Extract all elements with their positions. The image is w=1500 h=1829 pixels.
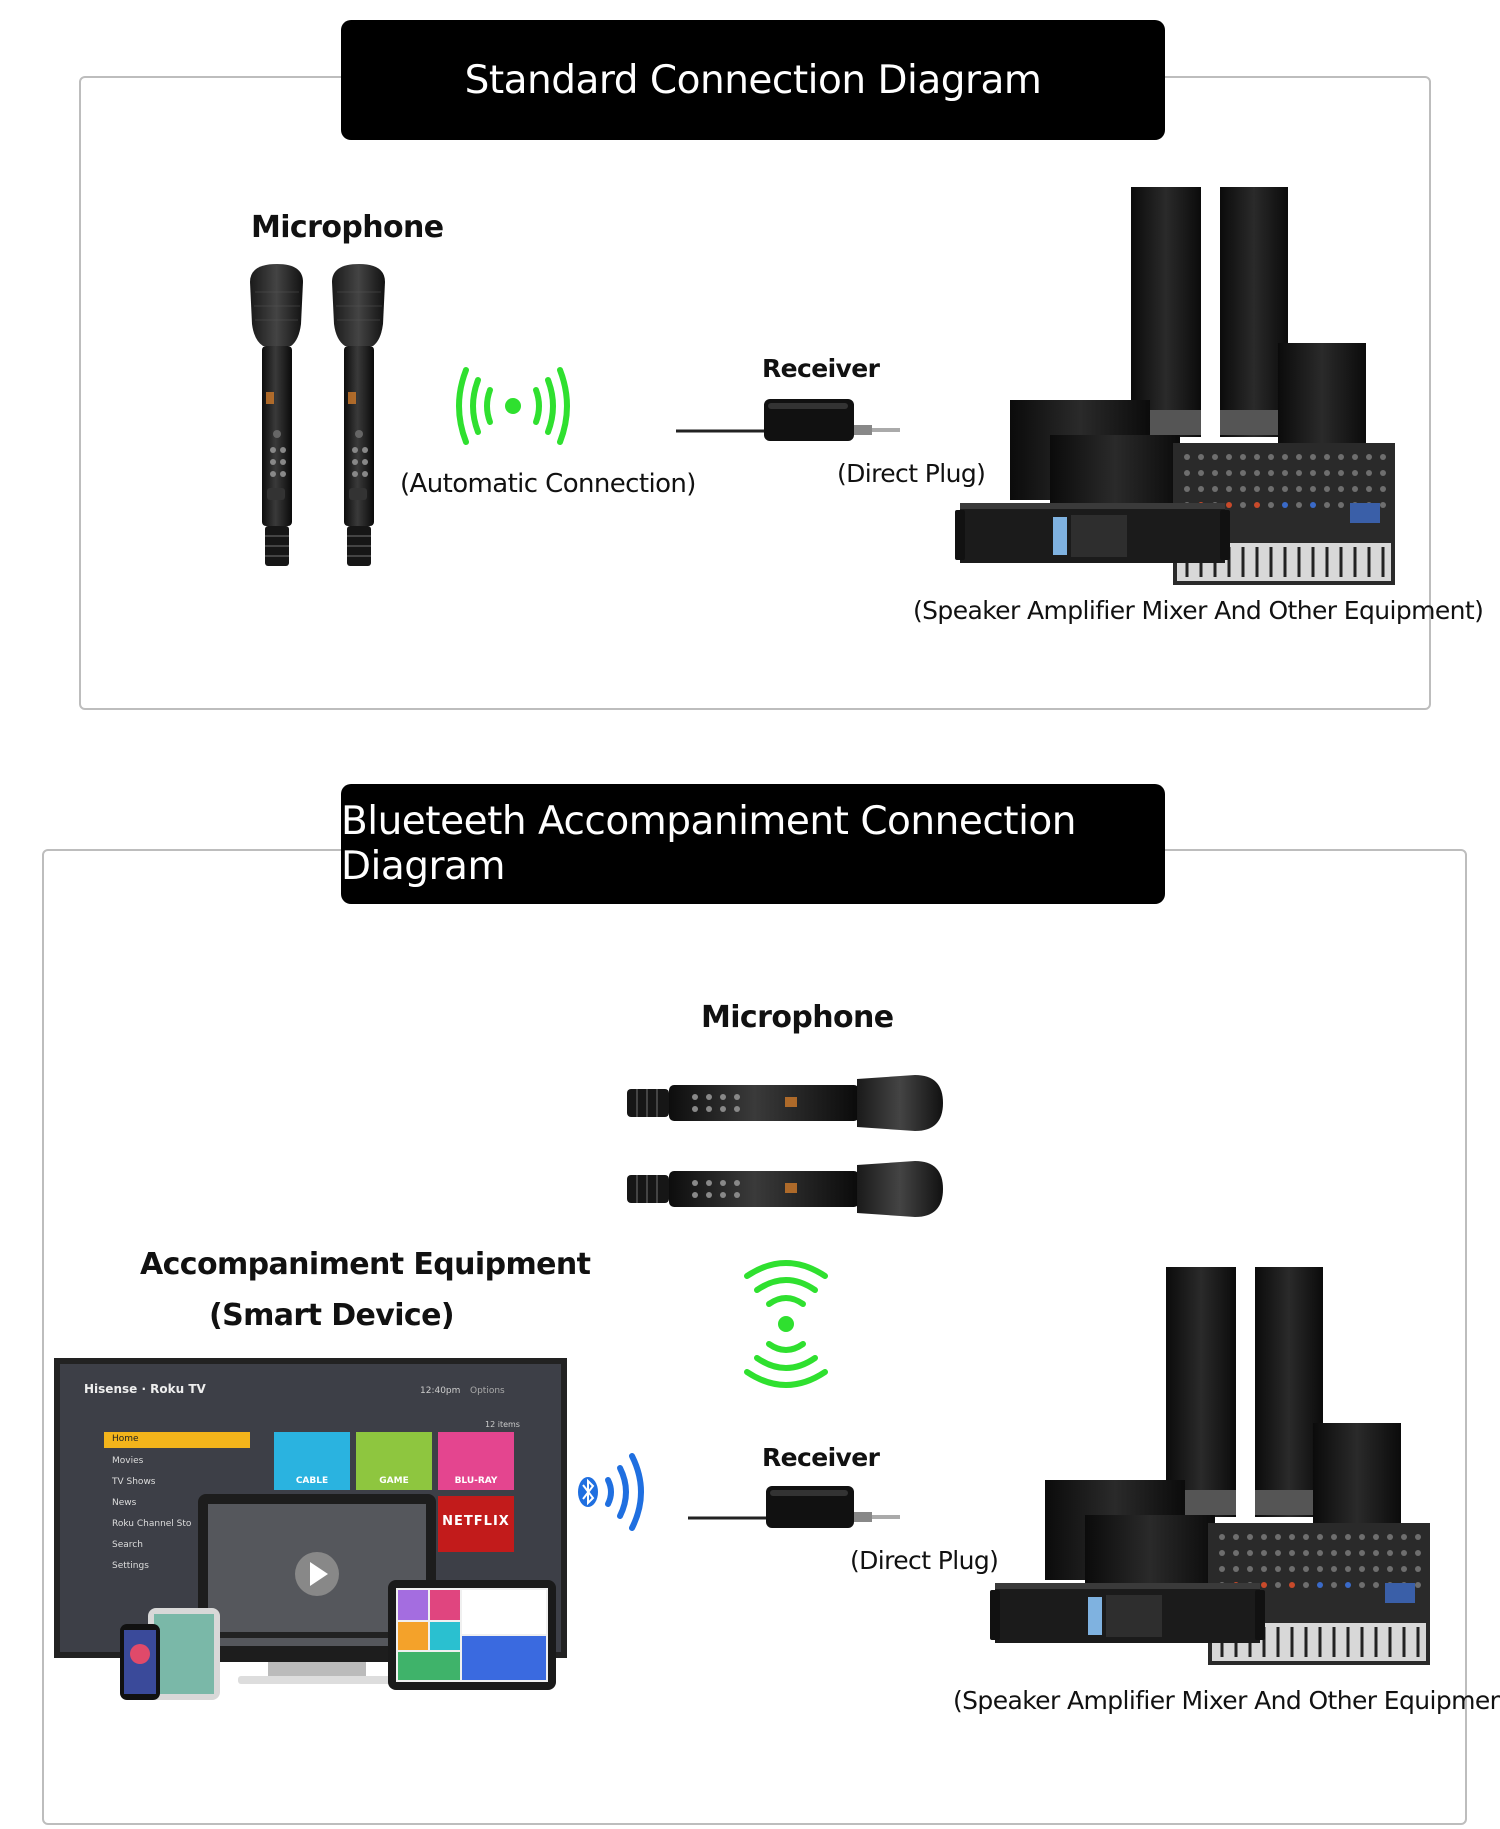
tv-tile-netflix — [438, 1496, 514, 1552]
tv-menu-tvshows: TV Shows — [112, 1477, 156, 1487]
standard-receiver-label: Receiver — [762, 354, 880, 383]
bluetooth-equipment-label: (Speaker Amplifier Mixer And Other Equip… — [953, 1686, 1500, 1715]
bluetooth-microphones-image — [627, 1075, 943, 1217]
accompaniment-equipment-label: Accompaniment Equipment — [140, 1247, 591, 1282]
tv-tile-bluray-label: BLU-RAY — [454, 1476, 498, 1486]
tv-menu-highlight — [104, 1432, 250, 1448]
tv-tile-bluray — [438, 1432, 514, 1490]
tv-menu-news: News — [112, 1498, 137, 1508]
tv-tile-game-label: GAME — [379, 1476, 409, 1486]
standard-equipment-image — [955, 187, 1395, 585]
standard-equipment-label: (Speaker Amplifier Mixer And Other Equip… — [913, 596, 1484, 625]
tv-tile-game — [356, 1432, 432, 1490]
tablet-device-left — [148, 1608, 220, 1700]
standard-receiver-image — [676, 399, 900, 441]
standard-title-banner: Standard Connection Diagram — [341, 20, 1165, 140]
tv-menu-search: Search — [112, 1540, 143, 1550]
smart-device-label: (Smart Device) — [209, 1298, 455, 1333]
bluetooth-title-banner: Blueteeth Accompaniment Connection Diagr… — [341, 784, 1165, 904]
bluetooth-microphone-label: Microphone — [701, 1000, 894, 1035]
bluetooth-receiver-label: Receiver — [762, 1443, 880, 1472]
tablet-device-right — [388, 1580, 556, 1690]
standard-direct-plug-label: (Direct Plug) — [837, 459, 986, 488]
wireless-signal-vertical-icon — [744, 1260, 828, 1388]
tv-menu-movies: Movies — [112, 1456, 144, 1466]
standard-diagram-frame — [79, 76, 1431, 710]
tv-menu-home: Home — [112, 1434, 139, 1444]
tv-brand: Hisense · Roku TV — [84, 1382, 206, 1396]
power-amplifier — [955, 503, 1230, 563]
phone-device — [120, 1624, 160, 1700]
bluetooth-receiver-image — [688, 1486, 900, 1528]
speaker-tower-left — [1131, 187, 1201, 437]
tv-tile-cable — [274, 1432, 350, 1490]
smart-devices-image — [120, 1494, 556, 1700]
microphone-bottom — [627, 1161, 943, 1217]
standard-title: Standard Connection Diagram — [464, 57, 1042, 103]
tv-time: 12:40pm — [420, 1386, 461, 1396]
bluetooth-icon — [578, 1477, 598, 1507]
tv-menu-settings: Settings — [112, 1561, 149, 1571]
tv-items-count: 12 items — [485, 1420, 520, 1429]
wireless-signal-icon — [456, 367, 570, 445]
tv-menu-channel-store: Roku Channel Sto — [112, 1519, 192, 1529]
bluetooth-title: Blueteeth Accompaniment Connection Diagr… — [341, 799, 1077, 889]
speaker-tower-right — [1255, 1267, 1323, 1517]
bluetooth-signal-icon — [578, 1453, 644, 1531]
speaker-tower-left — [1166, 1267, 1236, 1517]
tv-tile-netflix-label: NETFLIX — [442, 1514, 510, 1529]
bluetooth-direct-plug-label: (Direct Plug) — [850, 1546, 999, 1575]
tv-options: Options — [470, 1386, 505, 1396]
power-amplifier — [990, 1583, 1265, 1643]
automatic-connection-label: (Automatic Connection) — [400, 469, 696, 499]
speaker-tower-right — [1220, 187, 1288, 437]
standard-microphones-image — [250, 264, 385, 566]
microphone-left — [250, 264, 303, 566]
standard-microphone-label: Microphone — [251, 210, 444, 245]
microphone-top — [627, 1075, 943, 1131]
microphone-right — [332, 264, 385, 566]
bluetooth-equipment-image — [990, 1267, 1430, 1665]
tv-tile-cable-label: CABLE — [295, 1476, 329, 1486]
